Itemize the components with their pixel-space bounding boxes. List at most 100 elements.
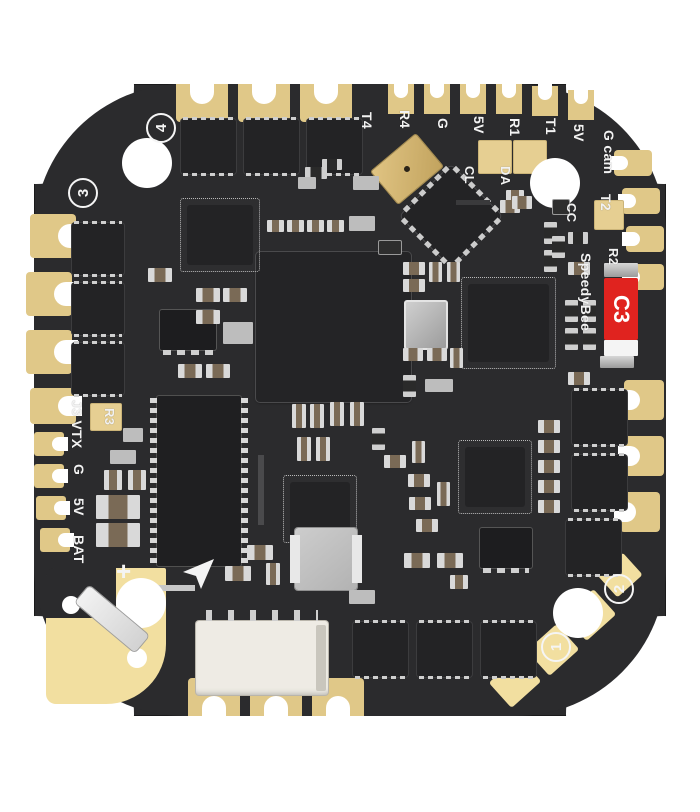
- driver-soic-ic: [150, 396, 248, 566]
- silk-label-5v-cam: 5V: [571, 124, 587, 142]
- smd-l9: [104, 470, 122, 490]
- silk-trace-1: [258, 455, 264, 525]
- smd-l7: [206, 364, 230, 378]
- smd-l13: [123, 428, 143, 442]
- smd-l3: [223, 288, 247, 302]
- silk-label-da: DA: [498, 166, 513, 186]
- smd-b13: [416, 519, 438, 532]
- silk-trace-2: [133, 585, 195, 591]
- gold-pad-via: [402, 164, 412, 174]
- motor-number-3: 3: [68, 178, 98, 208]
- mosfet-top-3: [307, 117, 362, 176]
- mosfet-bottom-1: [353, 620, 408, 679]
- silk-label-g-left: G: [71, 464, 87, 476]
- c3-metal-band-bottom: [600, 356, 634, 368]
- smd-l5: [223, 322, 253, 344]
- qfn-ic-center-upper: [180, 198, 260, 272]
- smd-m1: [403, 262, 425, 275]
- pad-cc: [594, 200, 624, 230]
- smd-l12: [96, 523, 140, 547]
- voltage-regulator-right: [480, 528, 532, 573]
- silk-label-t4: T4: [359, 112, 375, 129]
- smd-m3: [429, 262, 442, 282]
- smd-c5: [437, 553, 463, 568]
- smd-b10: [408, 474, 430, 487]
- silk-label-bat: BAT: [71, 535, 87, 564]
- silk-label-cc: CC: [564, 203, 579, 223]
- smd-b8: [384, 455, 406, 468]
- silk-label-cl: CL: [462, 166, 477, 184]
- motor-number-2: 2: [604, 574, 634, 604]
- smd-res-t7: [353, 176, 379, 190]
- smd-r4: [538, 480, 560, 493]
- smd-g8: [552, 236, 565, 258]
- c3-white-band: [604, 340, 638, 356]
- silk-ref-r2: R2: [606, 248, 621, 266]
- smd-g2: [322, 159, 342, 170]
- smd-cap-t6: [305, 167, 327, 179]
- silk-label-g-cam: G cam: [601, 130, 617, 175]
- smd-l10: [128, 470, 146, 490]
- smd-m4: [447, 262, 460, 282]
- silk-label-r4: R4: [397, 110, 413, 129]
- silk-label-5v-left: 5V: [71, 498, 87, 516]
- mount-hole-top-left: [122, 138, 172, 188]
- silk-label-g: G: [435, 118, 451, 130]
- mosfet-right-1: [572, 388, 627, 447]
- smd-r6: [565, 300, 578, 322]
- smd-c3: [266, 563, 280, 585]
- silk-label-r1: R1: [507, 118, 523, 137]
- smd-l6: [178, 364, 202, 378]
- smd-cap-t4: [327, 220, 344, 232]
- qfn-die-3: [187, 205, 253, 265]
- smd-b6: [316, 437, 330, 461]
- qfn-ic-right-upper: [461, 277, 556, 369]
- smd-r5: [538, 500, 560, 513]
- smd-c4: [404, 553, 430, 568]
- smd-r1: [538, 420, 560, 433]
- smd-b11: [409, 497, 431, 510]
- smd-res-t5: [349, 216, 375, 231]
- qfn-die: [468, 284, 549, 362]
- smd-r11: [568, 372, 590, 385]
- smd-m7: [450, 348, 463, 368]
- inductor-pad-right: [352, 535, 362, 583]
- mosfet-left-3: [72, 341, 124, 397]
- smd-l8: [110, 450, 136, 464]
- orientation-arrow-icon: [183, 559, 214, 589]
- smd-b12: [437, 482, 450, 506]
- smd-g10: [568, 232, 588, 244]
- mosfet-bottom-3: [481, 620, 536, 679]
- c3-metal-band-top: [604, 263, 638, 277]
- smd-m5: [403, 348, 423, 361]
- smd-g1: [298, 177, 316, 189]
- smd-cap-t2: [287, 220, 304, 232]
- smd-g5: [512, 196, 532, 209]
- smd-m9: [425, 379, 453, 392]
- usb-shield: [316, 625, 326, 691]
- brand-label: SpeedyBee: [578, 253, 594, 332]
- mosfet-right-3: [566, 518, 621, 577]
- smd-cap-t1: [267, 220, 284, 232]
- silk-label-j3-vtx: J3 VTX: [69, 400, 85, 449]
- soic-pins-left: [150, 398, 157, 564]
- smd-r7: [565, 328, 578, 350]
- smd-l11: [96, 495, 140, 519]
- smd-m8: [403, 375, 416, 397]
- smd-b3: [330, 402, 344, 426]
- qfn-die-2: [465, 447, 525, 507]
- silk-label-t1: T1: [543, 118, 559, 135]
- smd-r9: [583, 328, 596, 350]
- usb-legs: [206, 610, 318, 621]
- smd-g9: [553, 200, 569, 214]
- motor-number-4: 4: [146, 113, 176, 143]
- qfn-die-4: [290, 482, 350, 536]
- smd-m6: [427, 348, 447, 361]
- pad-cl: [478, 140, 512, 174]
- smd-b7: [372, 428, 385, 450]
- usb-c-connector[interactable]: [196, 610, 328, 695]
- qfn-ic-right-lower: [458, 440, 532, 514]
- smd-c7: [349, 590, 375, 604]
- smd-b5: [297, 437, 311, 461]
